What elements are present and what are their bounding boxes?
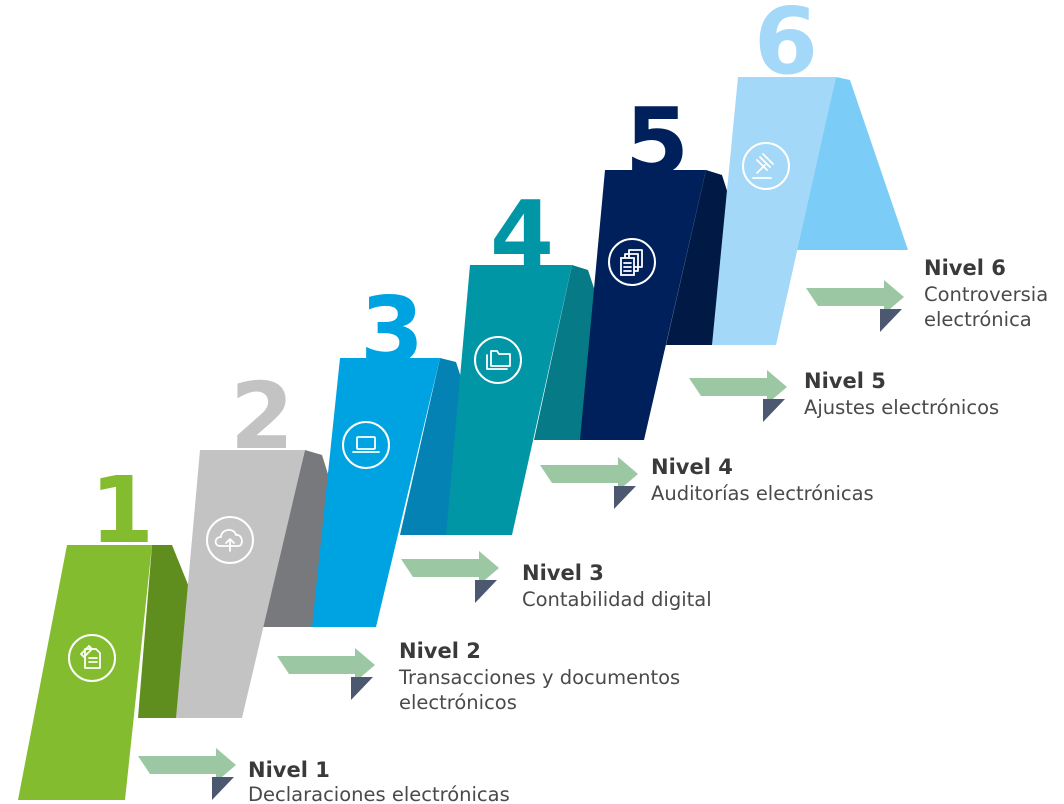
level-2-description-line: electrónicos (399, 691, 517, 714)
level-3-arrow (401, 551, 499, 603)
level-5-title: Nivel 5 (804, 369, 886, 393)
level-2-number: 2 (230, 363, 294, 470)
level-3-number: 3 (360, 277, 424, 384)
level-6-number: 6 (754, 0, 818, 95)
document-edit-icon (68, 634, 116, 682)
level-6-arrow (806, 280, 904, 332)
level-4-number: 4 (490, 181, 554, 288)
level-6-description-line: electrónica (924, 308, 1032, 331)
level-3-title: Nivel 3 (522, 561, 604, 585)
level-1-step-front (18, 545, 152, 800)
cloud-upload-icon (206, 516, 254, 564)
level-6-title: Nivel 6 (924, 256, 1006, 280)
level-1-title: Nivel 1 (248, 758, 330, 782)
level-1-number: 1 (90, 457, 154, 564)
level-3-step-front (312, 358, 440, 627)
level-5-number: 5 (625, 88, 689, 195)
level-6-step-side (796, 77, 908, 250)
level-2-arrow (277, 648, 375, 700)
level-6-description-line: Controversia (924, 283, 1048, 306)
level-1-description-line: Declaraciones electrónicas (248, 783, 510, 804)
level-4-step-front (446, 265, 572, 535)
level-4-title: Nivel 4 (651, 455, 733, 479)
gavel-icon (742, 142, 790, 190)
level-5-step-front (580, 170, 706, 440)
level-3-description-line: Contabilidad digital (522, 588, 712, 611)
level-5-arrow (689, 370, 787, 422)
level-4-description-line: Auditorías electrónicas (651, 482, 874, 505)
level-1-arrow (138, 748, 236, 800)
laptop-icon (342, 421, 390, 469)
level-2-title: Nivel 2 (399, 639, 481, 663)
level-2-description-line: Transacciones y documentos (398, 666, 680, 689)
level-4-arrow (540, 457, 638, 509)
level-6-step-front (712, 77, 836, 345)
folders-icon (474, 336, 522, 384)
level-5-description-line: Ajustes electrónicos (804, 396, 999, 419)
level-2-step-front (176, 450, 305, 718)
documents-stack-icon (608, 238, 656, 286)
level-6-step: 6 (712, 0, 908, 345)
